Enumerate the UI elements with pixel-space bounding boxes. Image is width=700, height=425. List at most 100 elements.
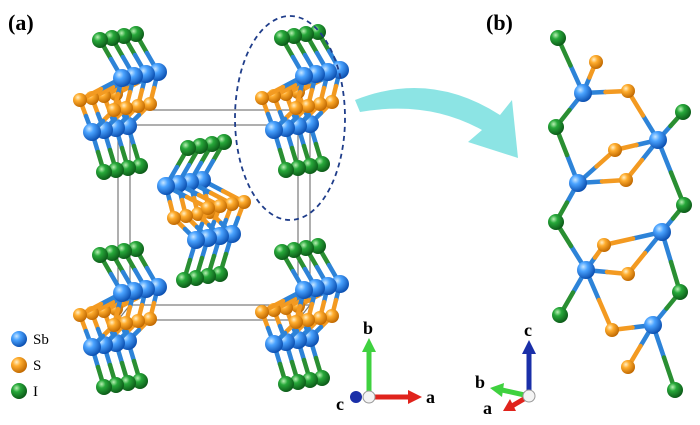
i-atom bbox=[108, 162, 124, 178]
i-atom bbox=[548, 214, 564, 230]
s-atom bbox=[301, 313, 315, 327]
i-atom bbox=[132, 158, 148, 174]
axis-label-c: c bbox=[336, 394, 344, 414]
i-atom bbox=[278, 376, 294, 392]
sb-atom-icon bbox=[11, 331, 27, 347]
sb-atom bbox=[113, 69, 131, 87]
legend-item-i: I bbox=[11, 383, 38, 400]
crystal-structure-a bbox=[73, 24, 349, 395]
crystal-structure-b bbox=[548, 30, 692, 398]
sb-atom bbox=[187, 231, 205, 249]
legend-label-s: S bbox=[33, 358, 41, 374]
s-atom bbox=[119, 316, 133, 330]
i-atom bbox=[550, 30, 566, 46]
i-atom bbox=[132, 373, 148, 389]
axes-origin bbox=[362, 390, 376, 404]
i-atom bbox=[302, 372, 318, 388]
s-atom bbox=[73, 308, 87, 322]
i-atom bbox=[274, 244, 290, 260]
s-atom bbox=[255, 91, 269, 105]
i-atom bbox=[92, 32, 108, 48]
axes-indicator-b: c b a bbox=[475, 320, 536, 418]
i-atom bbox=[298, 26, 314, 42]
i-atom bbox=[552, 307, 568, 323]
s-atom bbox=[597, 238, 611, 252]
s-atom bbox=[255, 305, 269, 319]
s-atom bbox=[301, 99, 315, 113]
i-atom bbox=[286, 242, 302, 258]
s-atom bbox=[605, 323, 619, 337]
axis-label-a-b: a bbox=[483, 398, 492, 418]
s-atom bbox=[131, 314, 145, 328]
s-atom bbox=[621, 267, 635, 281]
panel-a-label: (a) bbox=[8, 10, 34, 35]
s-atom bbox=[325, 309, 339, 323]
legend-item-sb: Sb bbox=[11, 331, 49, 348]
i-atom bbox=[278, 162, 294, 178]
b-axis-arrowhead-b bbox=[490, 383, 504, 397]
i-atom bbox=[176, 272, 192, 288]
c-axis-dot bbox=[350, 391, 362, 403]
s-atom bbox=[325, 95, 339, 109]
s-atom bbox=[289, 101, 303, 115]
sb-atom bbox=[574, 84, 592, 102]
s-atom bbox=[621, 360, 635, 374]
sb-atom bbox=[295, 67, 313, 85]
i-atom bbox=[667, 382, 683, 398]
i-atom bbox=[116, 28, 132, 44]
sb-atom bbox=[569, 174, 587, 192]
sb-atom bbox=[113, 284, 131, 302]
i-atom bbox=[120, 375, 136, 391]
i-atom bbox=[96, 164, 112, 180]
i-atom bbox=[286, 28, 302, 44]
s-atom bbox=[107, 103, 121, 117]
s-atom bbox=[225, 197, 239, 211]
s-atom bbox=[313, 311, 327, 325]
s-atom bbox=[619, 173, 633, 187]
i-atom bbox=[290, 160, 306, 176]
i-atom bbox=[92, 247, 108, 263]
i-atom bbox=[274, 30, 290, 46]
s-atom bbox=[107, 318, 121, 332]
a-axis-arrowhead-b bbox=[503, 399, 516, 411]
i-atom bbox=[96, 379, 112, 395]
axis-label-a: a bbox=[426, 387, 435, 407]
s-atom bbox=[143, 97, 157, 111]
i-atom bbox=[675, 104, 691, 120]
i-atom bbox=[298, 240, 314, 256]
legend: Sb S I bbox=[11, 331, 49, 400]
i-atom bbox=[108, 377, 124, 393]
sb-atom bbox=[577, 261, 595, 279]
s-atom bbox=[131, 99, 145, 113]
i-atom bbox=[204, 136, 220, 152]
axes-indicator-a: b a c bbox=[336, 318, 435, 414]
legend-label-sb: Sb bbox=[33, 332, 49, 348]
panel-b-label: (b) bbox=[486, 10, 513, 35]
i-atom bbox=[310, 238, 326, 254]
s-atom bbox=[179, 209, 193, 223]
s-atom bbox=[143, 312, 157, 326]
s-atom bbox=[237, 195, 251, 209]
a-axis-arrowhead bbox=[408, 390, 422, 404]
sb-atom bbox=[265, 335, 283, 353]
i-atom-icon bbox=[11, 383, 27, 399]
i-atom bbox=[116, 243, 132, 259]
axis-label-b-b: b bbox=[475, 372, 485, 392]
i-atom bbox=[314, 156, 330, 172]
axes-origin-b bbox=[522, 389, 536, 403]
i-atom bbox=[128, 26, 144, 42]
i-atom bbox=[216, 134, 232, 150]
s-atom bbox=[608, 143, 622, 157]
s-atom bbox=[289, 315, 303, 329]
i-atom bbox=[212, 266, 228, 282]
i-atom bbox=[676, 197, 692, 213]
s-atom bbox=[313, 97, 327, 111]
highlight-ellipse bbox=[234, 15, 346, 221]
s-atom-icon bbox=[11, 357, 27, 373]
i-atom bbox=[128, 241, 144, 257]
i-atom bbox=[180, 140, 196, 156]
s-atom bbox=[119, 101, 133, 115]
i-atom bbox=[302, 158, 318, 174]
sb-atom bbox=[83, 123, 101, 141]
